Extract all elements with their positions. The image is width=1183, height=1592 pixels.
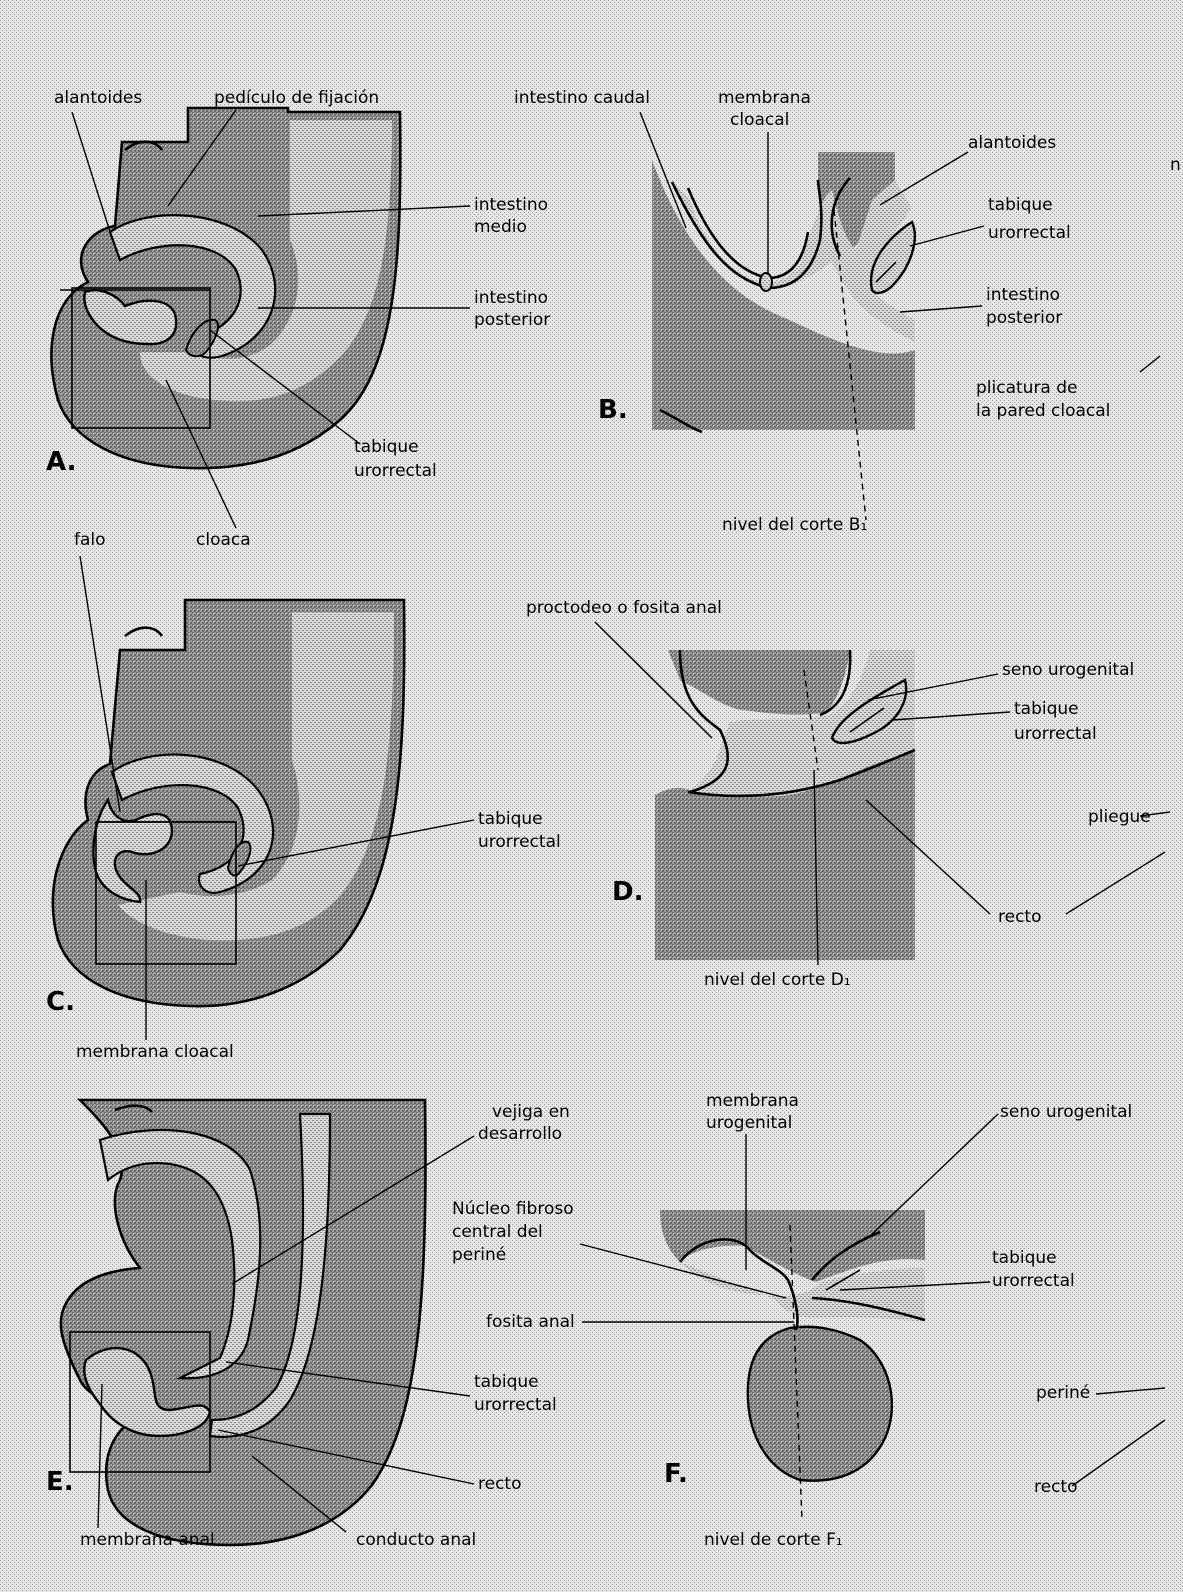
label-nucleo-fibroso-1: Núcleo fibroso	[452, 1199, 574, 1219]
label-edge-fragment: n	[1170, 155, 1181, 175]
panel-e-letter: E.	[46, 1467, 74, 1497]
label-tabique-d-1: tabique	[1014, 699, 1079, 719]
label-recto-d: recto	[998, 907, 1042, 927]
label-intestino-medio-2: medio	[474, 217, 527, 237]
label-tabique-e-1: tabique	[474, 1372, 539, 1392]
label-membrana-cloacal-c: membrana cloacal	[76, 1042, 234, 1062]
label-tabique-c-2: urorrectal	[478, 832, 561, 852]
panel-b-letter: B.	[598, 395, 628, 425]
label-tabique-d-2: urorrectal	[1014, 724, 1097, 744]
label-seno-urogenital-d: seno urogenital	[1002, 660, 1134, 680]
label-seno-urogenital-f: seno urogenital	[1000, 1102, 1132, 1122]
panel-d-letter: D.	[612, 877, 643, 907]
label-tabique-b-2: urorrectal	[988, 223, 1071, 243]
panel-f-letter: F.	[664, 1459, 688, 1489]
label-membrana-anal: membrana anal	[80, 1530, 215, 1550]
label-pediculo-fijacion: pedículo de fijación	[214, 88, 379, 108]
label-vejiga-1: vejiga en	[492, 1102, 570, 1122]
label-nivel-corte-f1: nivel de corte F₁	[704, 1530, 843, 1550]
label-intestino-caudal: intestino caudal	[514, 88, 650, 108]
label-cloaca: cloaca	[196, 530, 251, 550]
label-tabique-c-1: tabique	[478, 809, 543, 829]
label-perineo: periné	[1036, 1383, 1090, 1403]
panel-b-membrane-knob	[760, 273, 772, 291]
label-vejiga-2: desarrollo	[478, 1124, 562, 1144]
label-proctodeo: proctodeo o fosita anal	[526, 598, 722, 618]
label-plicatura-1: plicatura de	[976, 378, 1078, 398]
label-nucleo-fibroso-2: central del	[452, 1222, 543, 1242]
label-alantoides-a: alantoides	[54, 88, 142, 108]
label-membrana-cloacal-b-1: membrana	[718, 88, 811, 108]
label-tabique-b-1: tabique	[988, 195, 1053, 215]
label-pliegue: pliegue	[1088, 807, 1151, 827]
label-tabique-e-2: urorrectal	[474, 1395, 557, 1415]
label-intestino-posterior-a-1: intestino	[474, 288, 548, 308]
label-tabique-a-1: tabique	[354, 437, 419, 457]
panel-f-bottom-dark	[748, 1327, 892, 1481]
label-recto-f: recto	[1034, 1477, 1078, 1497]
label-membrana-urogenital-2: urogenital	[706, 1113, 792, 1133]
label-intestino-medio-1: intestino	[474, 195, 548, 215]
label-nucleo-fibroso-3: periné	[452, 1245, 506, 1265]
label-nivel-corte-b1: nivel del corte B₁	[722, 515, 867, 535]
label-tabique-a-2: urorrectal	[354, 461, 437, 481]
label-intestino-posterior-b-2: posterior	[986, 308, 1062, 328]
label-intestino-posterior-b-1: intestino	[986, 285, 1060, 305]
label-nivel-corte-d1: nivel del corte D₁	[704, 970, 851, 990]
label-membrana-urogenital-1: membrana	[706, 1091, 799, 1111]
panel-c-letter: C.	[46, 987, 75, 1017]
label-tabique-f-2: urorrectal	[992, 1271, 1075, 1291]
label-conducto-anal: conducto anal	[356, 1530, 476, 1550]
label-recto-e: recto	[478, 1474, 522, 1494]
label-alantoides-b: alantoides	[968, 133, 1056, 153]
label-membrana-cloacal-b-2: cloacal	[730, 110, 789, 130]
panel-a-letter: A.	[46, 447, 76, 477]
label-plicatura-2: la pared cloacal	[976, 401, 1110, 421]
label-tabique-f-1: tabique	[992, 1248, 1057, 1268]
label-fosita-anal-f: fosita anal	[486, 1312, 575, 1332]
label-falo: falo	[74, 530, 106, 550]
label-intestino-posterior-a-2: posterior	[474, 310, 550, 330]
